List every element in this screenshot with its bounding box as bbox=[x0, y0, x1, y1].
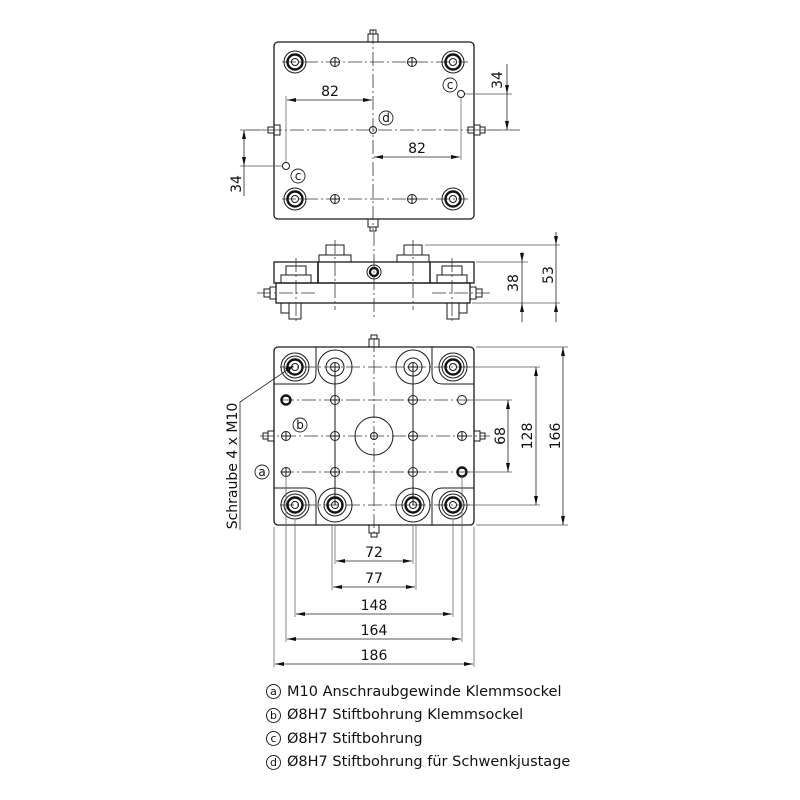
bottom-view: Schraube 4 x M10 b a 68 128 166 bbox=[225, 334, 568, 667]
pin-hole-c-right bbox=[457, 90, 465, 98]
callout-badge: d bbox=[266, 754, 281, 770]
legend-text: M10 Anschraubgewinde Klemmsockel bbox=[287, 683, 562, 700]
dim-82-left: 82 bbox=[321, 84, 339, 100]
dim-128: 128 bbox=[520, 423, 536, 450]
top-stud-south bbox=[367, 218, 379, 232]
legend-item-d: d Ø8H7 Stiftbohrung für Schwenkjustage bbox=[266, 751, 570, 775]
svg-text:c: c bbox=[447, 78, 454, 92]
legend-item-b: b Ø8H7 Stiftbohrung Klemmsockel bbox=[266, 704, 570, 728]
legend: a M10 Anschraubgewinde Klemmsockel b Ø8H… bbox=[266, 680, 570, 774]
callout-c-bottom: c bbox=[290, 168, 306, 184]
dim-148: 148 bbox=[361, 598, 388, 614]
pin-hole-d bbox=[369, 126, 377, 134]
dim-166: 166 bbox=[548, 423, 564, 450]
callout-badge: c bbox=[266, 731, 281, 747]
svg-text:c: c bbox=[295, 169, 302, 183]
callout-c-top: c bbox=[442, 77, 458, 93]
top-stud-north bbox=[367, 29, 379, 43]
legend-item-a: a M10 Anschraubgewinde Klemmsockel bbox=[266, 680, 570, 704]
dim-82-right: 82 bbox=[408, 141, 426, 157]
top-view: 82 82 34 34 c c d bbox=[229, 29, 520, 232]
dim-34-left: 34 bbox=[229, 175, 245, 193]
bolt-icon bbox=[280, 352, 310, 382]
svg-text:b: b bbox=[296, 418, 304, 432]
dim-38: 38 bbox=[506, 274, 522, 292]
dim-34-right: 34 bbox=[490, 71, 506, 89]
pin-hole-c-left bbox=[282, 162, 290, 170]
dim-68: 68 bbox=[493, 427, 509, 445]
legend-text: Ø8H7 Stiftbohrung bbox=[287, 730, 423, 747]
dim-186: 186 bbox=[361, 648, 388, 664]
dim-53: 53 bbox=[541, 266, 557, 284]
dim-164: 164 bbox=[361, 623, 388, 639]
bolt-icon bbox=[280, 490, 310, 520]
dim-77: 77 bbox=[365, 571, 383, 587]
leader-label-screws: Schraube 4 x M10 bbox=[225, 403, 241, 530]
callout-badge: b bbox=[266, 707, 281, 723]
callout-badge: a bbox=[266, 684, 281, 700]
svg-text:a: a bbox=[258, 465, 265, 479]
legend-item-c: c Ø8H7 Stiftbohrung bbox=[266, 727, 570, 751]
dim-72: 72 bbox=[365, 545, 383, 561]
svg-text:d: d bbox=[382, 111, 390, 125]
side-view: 38 53 bbox=[257, 232, 560, 322]
callout-a: a bbox=[254, 464, 270, 480]
callout-b: b bbox=[292, 417, 308, 433]
center-boss bbox=[354, 416, 394, 456]
callout-d: d bbox=[378, 110, 394, 126]
legend-text: Ø8H7 Stiftbohrung Klemmsockel bbox=[287, 707, 524, 724]
legend-text: Ø8H7 Stiftbohrung für Schwenkjustage bbox=[287, 754, 571, 771]
